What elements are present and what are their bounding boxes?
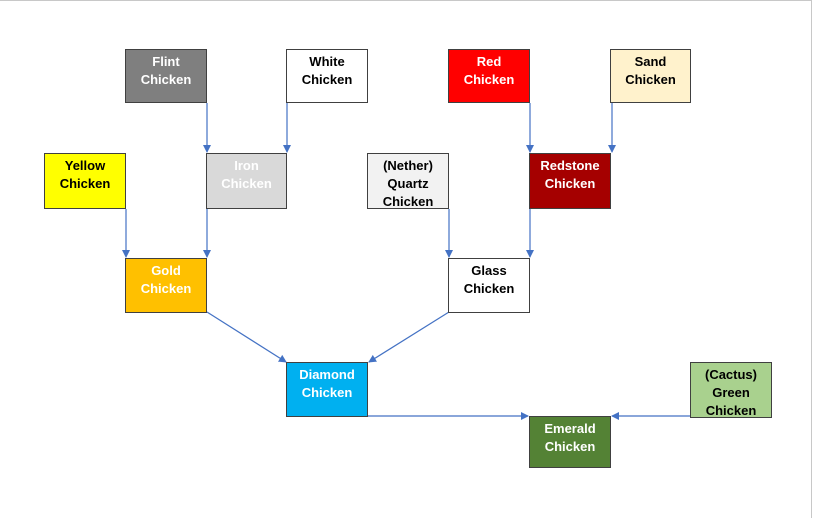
sand-chicken-box: Sand Chicken [610,49,691,103]
iron-chicken-box: Iron Chicken [206,153,287,209]
gold-chicken-box: Gold Chicken [125,258,207,313]
glass-chicken-box: Glass Chicken [448,258,530,313]
white-chicken-box: White Chicken [286,49,368,103]
quartz-chicken-box: (Nether) Quartz Chicken [367,153,449,209]
yellow-chicken-box: Yellow Chicken [44,153,126,209]
redstone-chicken-box: Redstone Chicken [529,153,611,209]
cactus-green-chicken-box: (Cactus) Green Chicken [690,362,772,418]
red-chicken-box: Red Chicken [448,49,530,103]
emerald-chicken-box: Emerald Chicken [529,416,611,468]
edge-gold-diamond [206,311,287,363]
flint-chicken-box: Flint Chicken [125,49,207,103]
diamond-chicken-box: Diamond Chicken [286,362,368,417]
edge-glass-diamond [368,311,450,363]
